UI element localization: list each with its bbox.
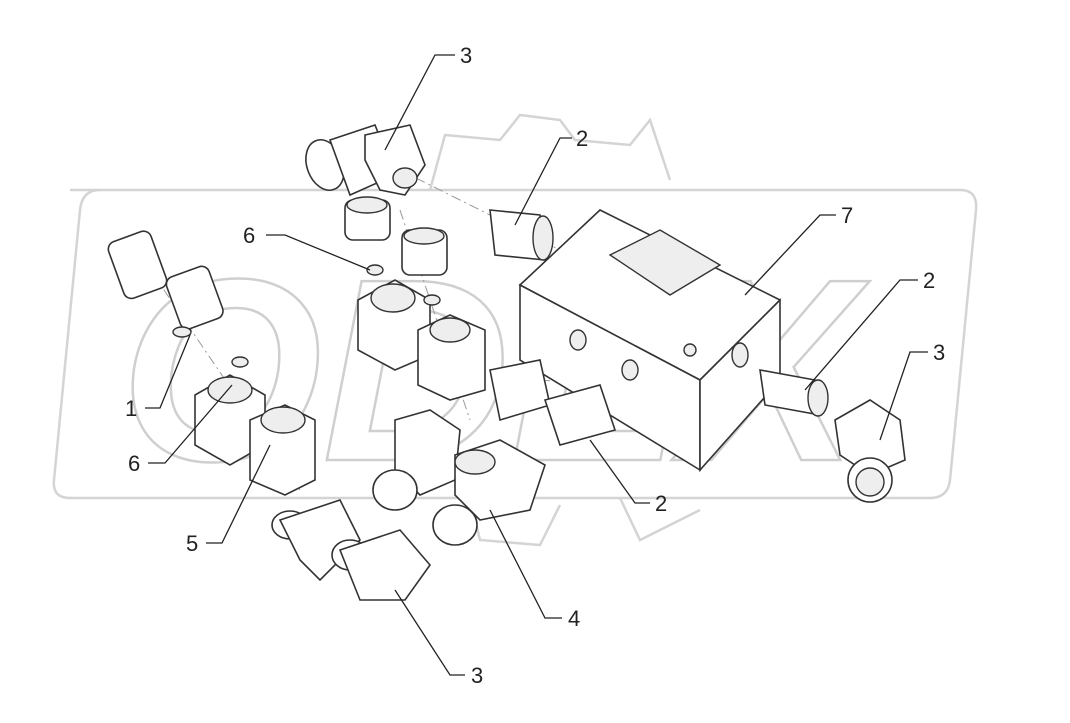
callout-7: 7: [841, 203, 853, 228]
elbow-fittings-bottom: [271, 499, 432, 601]
callout-5: 5: [186, 531, 198, 556]
straight-adapters-left: [107, 230, 224, 330]
callout-3-bottom: 3: [471, 663, 483, 688]
nut-fittings-middle: [357, 279, 486, 401]
straight-connectors-2-bottom: [489, 359, 617, 446]
leader-lines: [145, 54, 928, 676]
callout-2-bottom: 2: [655, 491, 667, 516]
callout-6-lower: 6: [128, 451, 140, 476]
nut-fittings-left: [194, 374, 316, 496]
elbow-fitting-top: [305, 124, 426, 197]
straight-adapter-top-1: [344, 196, 391, 241]
callout-4: 4: [568, 606, 580, 631]
callout-1: 1: [125, 396, 137, 421]
washers: [172, 264, 441, 368]
straight-connector-2-top: [489, 209, 554, 261]
distribution-block: [518, 209, 782, 473]
straight-connector-2-right: [759, 369, 829, 417]
tee-fittings: [372, 409, 546, 546]
callout-2-top: 2: [576, 126, 588, 151]
callout-3-right: 3: [933, 340, 945, 365]
straight-adapter-top-2: [401, 227, 448, 276]
callout-2-right: 2: [923, 268, 935, 293]
callout-3-top: 3: [460, 43, 472, 68]
callout-6-upper: 6: [243, 223, 255, 248]
